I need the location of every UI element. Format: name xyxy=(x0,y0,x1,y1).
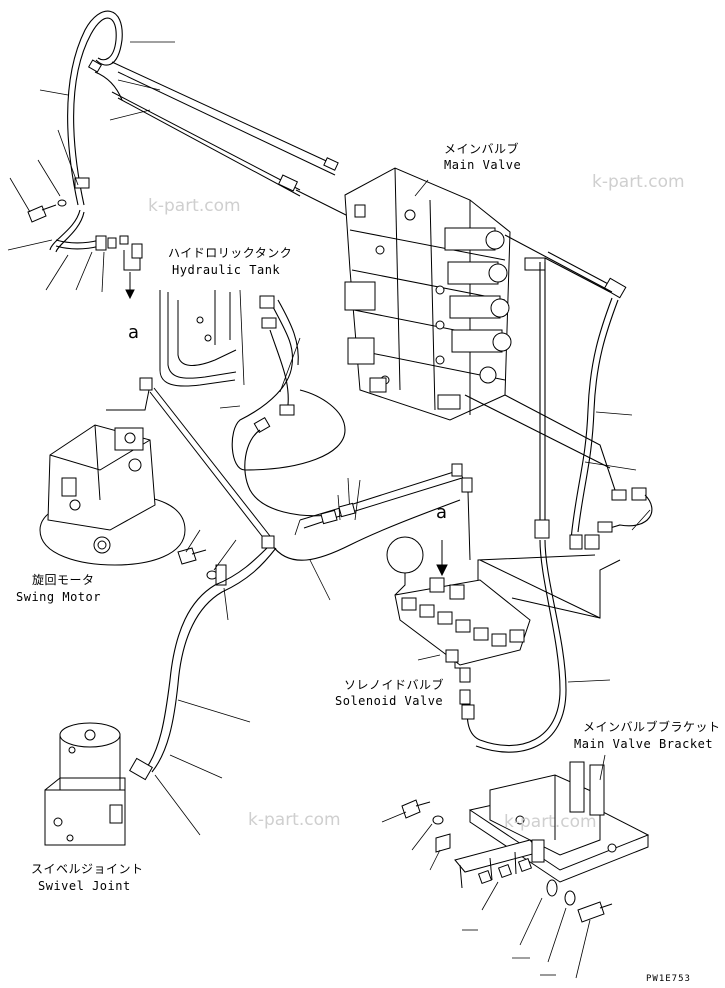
watermark-3: k-part.com xyxy=(248,810,341,830)
top-left-hose-loop xyxy=(49,10,123,253)
swing-motor-label-jp: 旋回モータ xyxy=(32,573,95,587)
swing-motor-drawing xyxy=(39,377,271,566)
right-side-hoses xyxy=(461,234,653,753)
swing-motor-label-en: Swing Motor xyxy=(16,590,101,604)
swivel-joint-label-en: Swivel Joint xyxy=(38,879,131,893)
watermark-1: k-part.com xyxy=(148,196,241,216)
drawing-code: PW1E753 xyxy=(646,974,691,984)
bolts-center-left xyxy=(177,529,237,621)
bolt-left xyxy=(27,199,67,223)
view-marker-a-top: a xyxy=(128,322,140,343)
view-marker-a-solenoid: a xyxy=(436,502,448,523)
solenoid-valve-label-jp: ソレノイドバルブ xyxy=(344,678,445,692)
main-valve-label-en: Main Valve xyxy=(444,158,522,172)
leader-main-valve xyxy=(414,179,429,197)
hydraulic-tank-drawing xyxy=(159,289,245,409)
solenoid-valve-drawing xyxy=(386,536,531,705)
main-valve-bracket-drawing xyxy=(468,754,650,883)
solenoid-valve-label-en: Solenoid Valve xyxy=(335,694,444,708)
pipe-to-solenoid-valve xyxy=(299,463,473,561)
main-valve-drawing xyxy=(344,167,546,421)
hydraulic-tank-label-en: Hydraulic Tank xyxy=(172,263,281,277)
swivel-joint-label-jp: スイベルジョイント xyxy=(31,862,144,876)
bottom-hardware xyxy=(381,799,613,979)
main-valve-bracket-label-en: Main Valve Bracket xyxy=(574,737,714,751)
watermark-4: k-part.com xyxy=(504,812,597,832)
leaders-center xyxy=(279,337,361,601)
main-valve-label-jp: メインバルブ xyxy=(444,142,520,156)
fittings-left-group xyxy=(55,235,143,300)
swivel-joint-drawing xyxy=(44,722,126,846)
main-valve-bracket-label-jp: メインバルブブラケット xyxy=(583,720,721,734)
swivel-joint-hose xyxy=(129,499,461,836)
watermark-2: k-part.com xyxy=(592,172,685,192)
solenoid-right-lines xyxy=(477,554,621,619)
leaders-right xyxy=(567,411,651,683)
long-pipes-to-main-valve xyxy=(111,61,361,223)
hydraulic-tank-label-jp: ハイドロリックタンク xyxy=(168,246,293,260)
tank-hoses xyxy=(231,295,346,517)
